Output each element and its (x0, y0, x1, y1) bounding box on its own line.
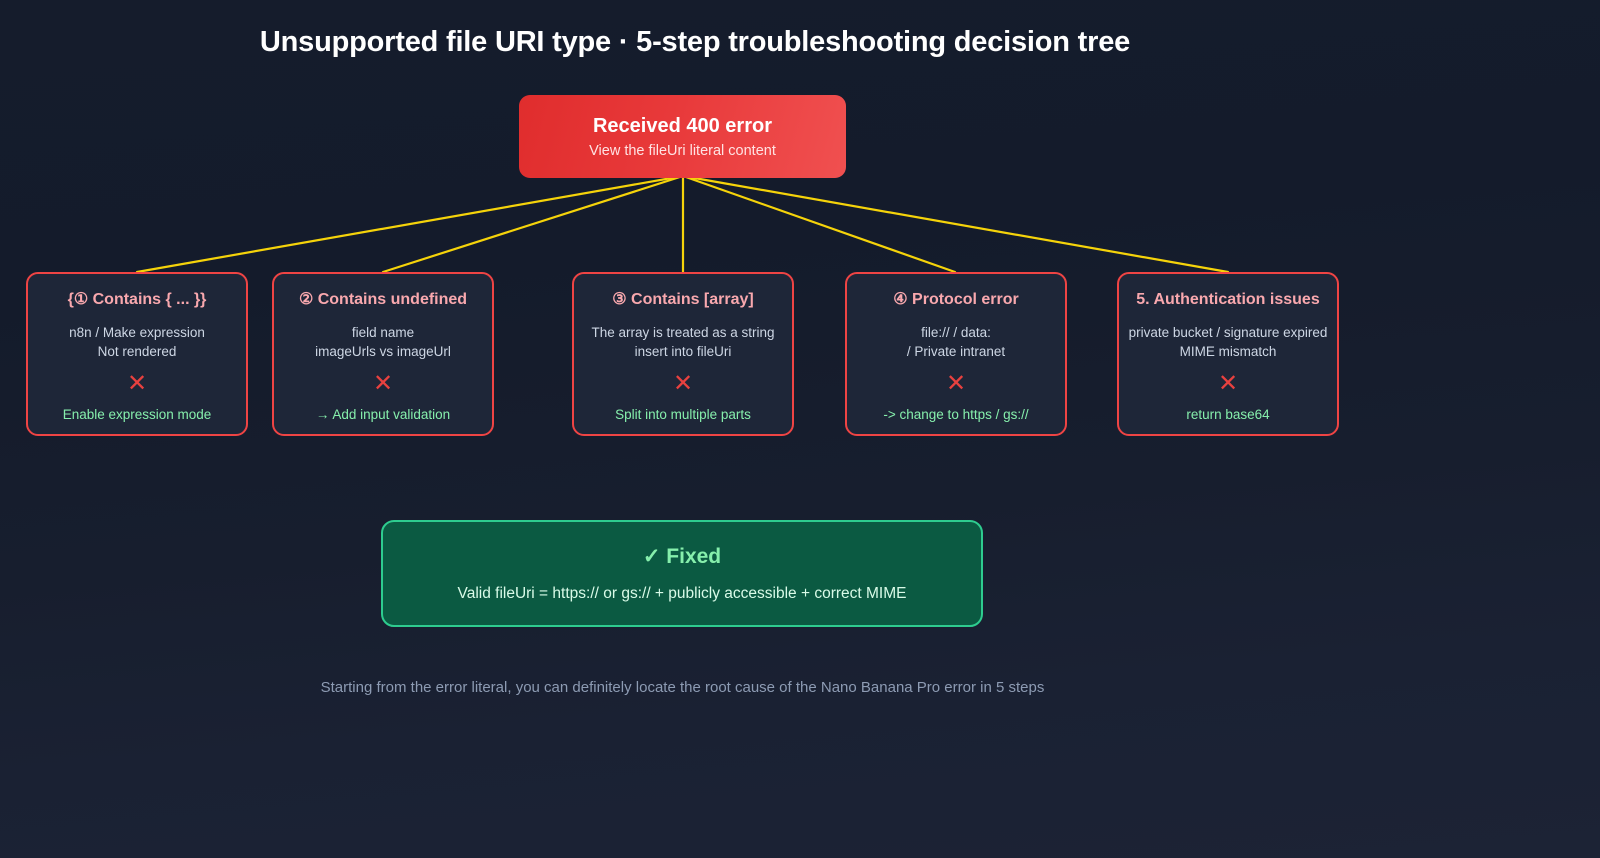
branch-card-detail-line: imageUrls vs imageUrl (315, 344, 451, 360)
cross-icon: ✕ (945, 369, 967, 397)
branch-card-title: ④ Protocol error (893, 291, 1019, 308)
branch-card-detail: The array is treated as a string insert … (591, 323, 774, 362)
branch-card-detail-line: / Private intranet (906, 344, 1006, 360)
branch-card-fix: return base64 (1186, 406, 1270, 422)
connector-line-5 (681, 174, 1230, 274)
root-node-title: Received 400 error (592, 114, 772, 137)
branch-card-detail-line: n8n / Make expression (69, 324, 205, 340)
branch-card-contains-undefined[interactable]: ② Contains undefined field name imageUrl… (272, 272, 494, 436)
branch-card-fix: Split into multiple parts (615, 406, 751, 422)
branch-card-authentication-issues[interactable]: 5. Authentication issues private bucket … (1117, 272, 1339, 436)
branch-card-title: ③ Contains [array] (612, 291, 754, 308)
branch-card-detail-line: field name (351, 324, 415, 340)
cross-icon: ✕ (1217, 369, 1239, 397)
connector-line-2 (381, 174, 685, 274)
fixed-outcome-subtitle: Valid fileUri = https:// or gs:// + publ… (457, 585, 907, 602)
cross-icon: ✕ (672, 369, 694, 397)
connector-line-1 (135, 174, 685, 274)
cross-icon: ✕ (126, 369, 148, 397)
branch-card-title: 5. Authentication issues (1136, 291, 1320, 308)
footer-note: Starting from the error literal, you can… (320, 679, 1045, 696)
branch-card-protocol-error[interactable]: ④ Protocol error file:// / data: / Priva… (845, 272, 1067, 436)
branch-card-detail: file:// / data: / Private intranet (907, 323, 1005, 362)
fixed-outcome-title: ✓ Fixed (642, 545, 722, 568)
root-node-subtitle: View the fileUri literal content (589, 142, 776, 159)
branch-card-detail: field name imageUrls vs imageUrl (315, 323, 451, 362)
root-node-received-400-error[interactable]: Received 400 error View the fileUri lite… (519, 95, 846, 178)
branch-card-detail-line: Not rendered (97, 344, 177, 360)
connector-line-4 (681, 174, 957, 274)
fixed-outcome-node[interactable]: ✓ Fixed Valid fileUri = https:// or gs:/… (381, 520, 983, 627)
branch-card-detail: private bucket / signature expired MIME … (1129, 323, 1328, 362)
branch-card-detail: n8n / Make expression Not rendered (69, 323, 205, 362)
branch-card-detail-line: file:// / data: (921, 324, 991, 340)
branch-card-fix: → Add input validation (315, 406, 451, 422)
cross-icon: ✕ (372, 369, 394, 397)
branch-card-fix: -> change to https / gs:// (883, 406, 1029, 422)
branch-card-title: {① Contains { ... }} (67, 291, 207, 308)
branch-card-detail-line: insert into fileUri (634, 344, 732, 360)
branch-card-fix: Enable expression mode (62, 406, 212, 422)
branch-card-detail-line: private bucket / signature expired (1128, 324, 1328, 340)
branch-card-contains-array[interactable]: ③ Contains [array] The array is treated … (572, 272, 794, 436)
branch-card-contains-braces[interactable]: {① Contains { ... }} n8n / Make expressi… (26, 272, 248, 436)
branch-card-detail-line: The array is treated as a string (591, 324, 775, 340)
branch-card-title: ② Contains undefined (298, 291, 468, 308)
branch-card-detail-line: MIME mismatch (1179, 344, 1277, 360)
page-title: Unsupported file URI type · 5-step troub… (259, 26, 1131, 58)
